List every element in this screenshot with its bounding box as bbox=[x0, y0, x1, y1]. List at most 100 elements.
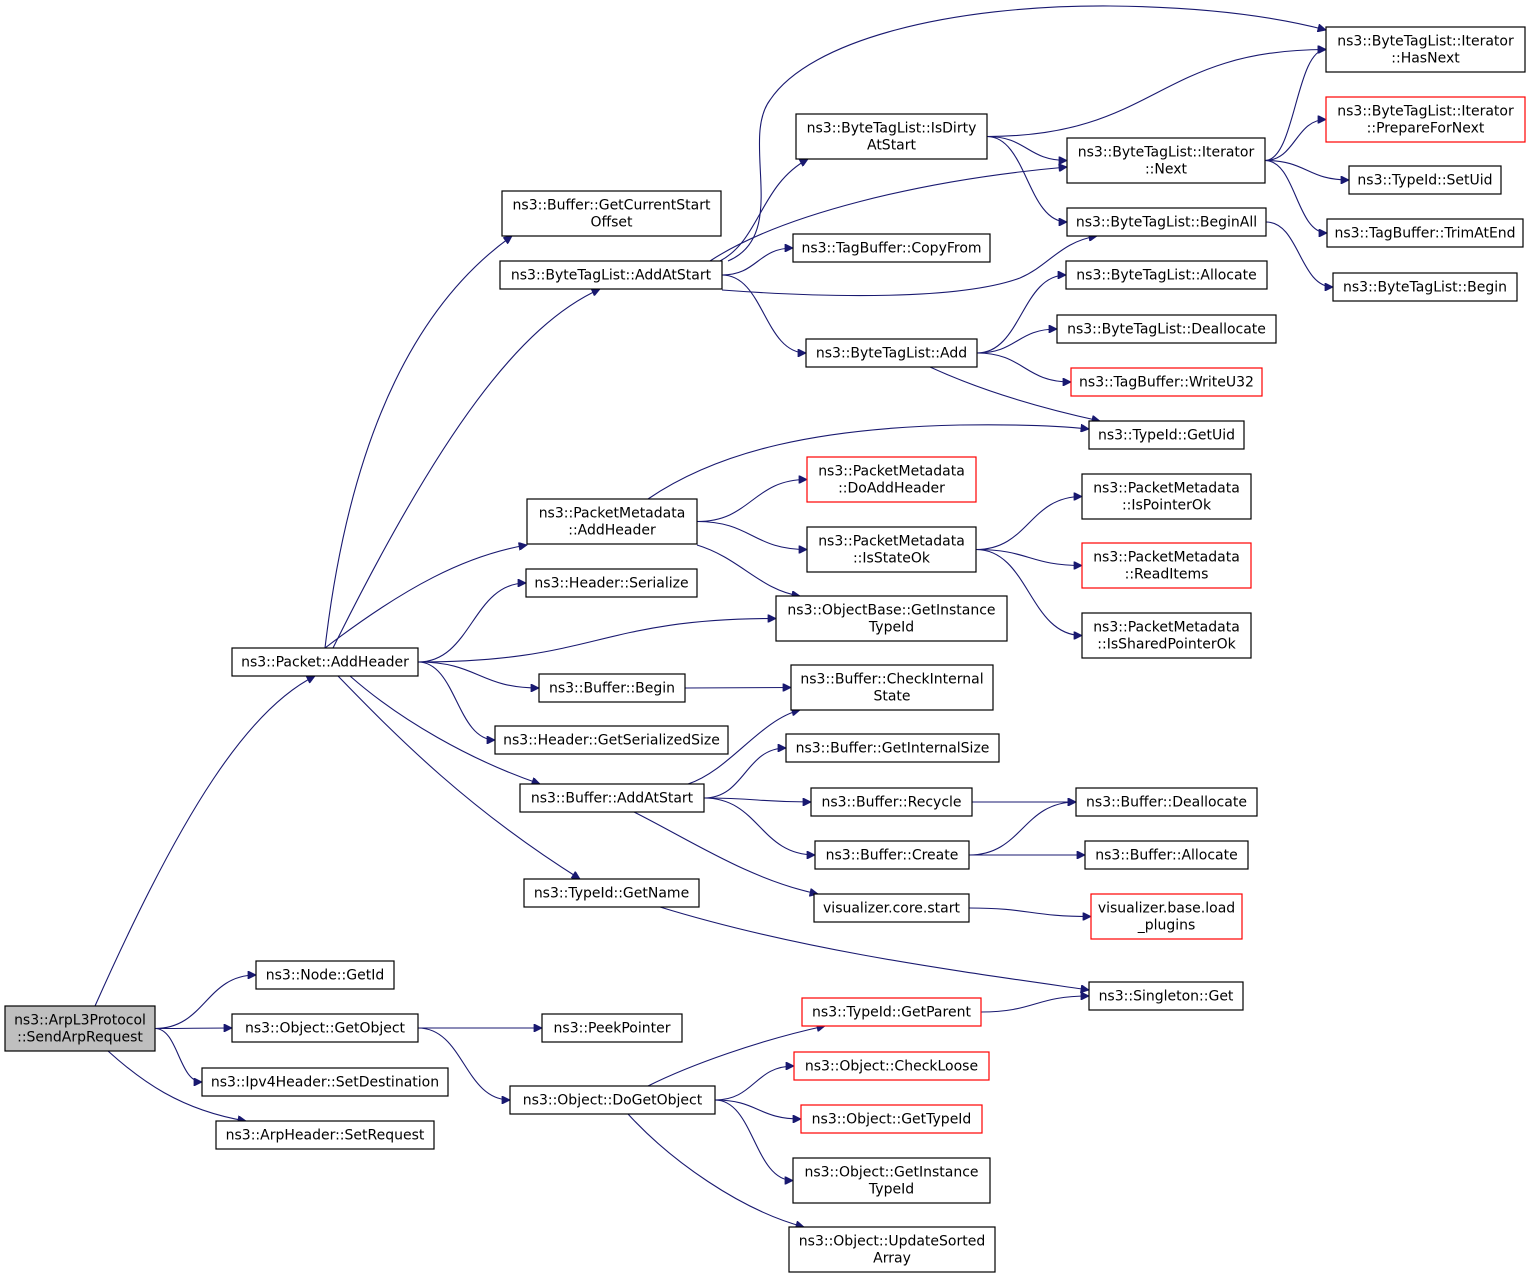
node-root[interactable]: ns3::ArpL3Protocol::SendArpRequest bbox=[4, 1005, 156, 1052]
node-btl_allocate[interactable]: ns3::ByteTagList::Allocate bbox=[1065, 260, 1268, 290]
node-box-header_getsersize[interactable] bbox=[494, 725, 729, 755]
node-box-buffer_begin[interactable] bbox=[538, 673, 686, 703]
node-box-pm_readitems[interactable] bbox=[1081, 542, 1252, 589]
node-box-object_getobject[interactable] bbox=[231, 1013, 419, 1043]
node-box-object_getinsttypeid[interactable] bbox=[792, 1157, 991, 1204]
node-box-object_dogetobject[interactable] bbox=[509, 1085, 716, 1115]
node-box-btl_isdirty[interactable] bbox=[795, 113, 988, 160]
node-tagbuffer_trimatend[interactable]: ns3::TagBuffer::TrimAtEnd bbox=[1326, 218, 1524, 248]
node-btli_preparefornext[interactable]: ns3::ByteTagList::Iterator::PrepareForNe… bbox=[1325, 96, 1526, 143]
node-box-buffer_deallocate[interactable] bbox=[1075, 787, 1258, 817]
node-box-ipv4_setdest[interactable] bbox=[201, 1067, 449, 1097]
node-box-buffer_checkinternal[interactable] bbox=[790, 664, 994, 711]
node-packet_addheader[interactable]: ns3::Packet::AddHeader bbox=[231, 647, 419, 677]
node-box-packet_addheader[interactable] bbox=[231, 647, 419, 677]
node-box-btl_begin[interactable] bbox=[1332, 272, 1518, 302]
node-buffer_getinternalsize[interactable]: ns3::Buffer::GetInternalSize bbox=[785, 733, 1000, 763]
node-box-arp_setrequest[interactable] bbox=[215, 1120, 435, 1150]
node-buffer_create[interactable]: ns3::Buffer::Create bbox=[814, 840, 970, 870]
node-box-object_checkloose[interactable] bbox=[793, 1051, 990, 1081]
node-box-buffer_recycle[interactable] bbox=[810, 787, 973, 817]
node-buffer_deallocate[interactable]: ns3::Buffer::Deallocate bbox=[1075, 787, 1258, 817]
node-box-pm_isstateok[interactable] bbox=[806, 526, 977, 573]
node-object_dogetobject[interactable]: ns3::Object::DoGetObject bbox=[509, 1085, 716, 1115]
node-box-typeid_getuid[interactable] bbox=[1088, 420, 1245, 450]
node-buffer_allocate[interactable]: ns3::Buffer::Allocate bbox=[1084, 840, 1249, 870]
node-box-pm_doaddheader[interactable] bbox=[806, 456, 977, 503]
node-btl_deallocate[interactable]: ns3::ByteTagList::Deallocate bbox=[1056, 314, 1277, 344]
node-pm_addheader[interactable]: ns3::PacketMetadata::AddHeader bbox=[526, 498, 698, 545]
node-box-buffer_getinternalsize[interactable] bbox=[785, 733, 1000, 763]
node-typeid_getuid[interactable]: ns3::TypeId::GetUid bbox=[1088, 420, 1245, 450]
node-box-pm_ispointerok[interactable] bbox=[1081, 473, 1252, 520]
node-box-typeid_getname[interactable] bbox=[523, 878, 700, 908]
node-typeid_setuid[interactable]: ns3::TypeId::SetUid bbox=[1348, 165, 1502, 195]
node-box-visualizer_core_start[interactable] bbox=[813, 893, 970, 923]
node-box-typeid_setuid[interactable] bbox=[1348, 165, 1502, 195]
node-box-tagbuffer_copyfrom[interactable] bbox=[792, 233, 991, 263]
node-box-visualizer_base_load[interactable] bbox=[1090, 893, 1243, 940]
node-object_checkloose[interactable]: ns3::Object::CheckLoose bbox=[793, 1051, 990, 1081]
node-btli_hasnext[interactable]: ns3::ByteTagList::Iterator::HasNext bbox=[1325, 26, 1526, 73]
node-box-node_getid[interactable] bbox=[255, 960, 395, 990]
node-pm_ispointerok[interactable]: ns3::PacketMetadata::IsPointerOk bbox=[1081, 473, 1252, 520]
node-tagbuffer_writeu32[interactable]: ns3::TagBuffer::WriteU32 bbox=[1070, 367, 1263, 397]
node-ipv4_setdest[interactable]: ns3::Ipv4Header::SetDestination bbox=[201, 1067, 449, 1097]
node-buffer_addatstart[interactable]: ns3::Buffer::AddAtStart bbox=[519, 783, 705, 813]
node-box-buffer_addatstart[interactable] bbox=[519, 783, 705, 813]
node-box-buffer_allocate[interactable] bbox=[1084, 840, 1249, 870]
node-buffer_recycle[interactable]: ns3::Buffer::Recycle bbox=[810, 787, 973, 817]
node-btl_begin[interactable]: ns3::ByteTagList::Begin bbox=[1332, 272, 1518, 302]
node-object_gettypeid[interactable]: ns3::Object::GetTypeId bbox=[800, 1104, 983, 1134]
node-typeid_getname[interactable]: ns3::TypeId::GetName bbox=[523, 878, 700, 908]
node-btli_next[interactable]: ns3::ByteTagList::Iterator::Next bbox=[1066, 137, 1266, 184]
node-pm_readitems[interactable]: ns3::PacketMetadata::ReadItems bbox=[1081, 542, 1252, 589]
node-box-btli_hasnext[interactable] bbox=[1325, 26, 1526, 73]
node-arp_setrequest[interactable]: ns3::ArpHeader::SetRequest bbox=[215, 1120, 435, 1150]
node-box-btl_add[interactable] bbox=[805, 338, 978, 368]
node-box-pm_issharedpointerok[interactable] bbox=[1081, 612, 1252, 659]
node-box-buffer_create[interactable] bbox=[814, 840, 970, 870]
node-box-header_serialize[interactable] bbox=[525, 568, 698, 598]
node-box-btl_deallocate[interactable] bbox=[1056, 314, 1277, 344]
node-pm_isstateok[interactable]: ns3::PacketMetadata::IsStateOk bbox=[806, 526, 977, 573]
node-box-object_updatesorted[interactable] bbox=[788, 1226, 996, 1273]
node-box-btli_next[interactable] bbox=[1066, 137, 1266, 184]
node-visualizer_base_load[interactable]: visualizer.base.load_plugins bbox=[1090, 893, 1243, 940]
node-box-buffer_getcurstart[interactable] bbox=[501, 190, 722, 237]
node-box-btli_preparefornext[interactable] bbox=[1325, 96, 1526, 143]
node-object_getobject[interactable]: ns3::Object::GetObject bbox=[231, 1013, 419, 1043]
node-singleton_get[interactable]: ns3::Singleton::Get bbox=[1088, 981, 1244, 1011]
node-pm_issharedpointerok[interactable]: ns3::PacketMetadata::IsSharedPointerOk bbox=[1081, 612, 1252, 659]
node-box-objbase_getinsttypeid[interactable] bbox=[775, 595, 1008, 642]
node-box-pm_addheader[interactable] bbox=[526, 498, 698, 545]
node-box-tagbuffer_trimatend[interactable] bbox=[1326, 218, 1524, 248]
node-box-btl_addatstart[interactable] bbox=[499, 260, 723, 290]
node-btl_beginall[interactable]: ns3::ByteTagList::BeginAll bbox=[1066, 207, 1267, 237]
node-visualizer_core_start[interactable]: visualizer.core.start bbox=[813, 893, 970, 923]
node-buffer_begin[interactable]: ns3::Buffer::Begin bbox=[538, 673, 686, 703]
node-box-btl_beginall[interactable] bbox=[1066, 207, 1267, 237]
node-pm_doaddheader[interactable]: ns3::PacketMetadata::DoAddHeader bbox=[806, 456, 977, 503]
node-box-btl_allocate[interactable] bbox=[1065, 260, 1268, 290]
node-node_getid[interactable]: ns3::Node::GetId bbox=[255, 960, 395, 990]
node-typeid_getparent[interactable]: ns3::TypeId::GetParent bbox=[801, 997, 982, 1027]
node-header_getsersize[interactable]: ns3::Header::GetSerializedSize bbox=[494, 725, 729, 755]
node-btl_add[interactable]: ns3::ByteTagList::Add bbox=[805, 338, 978, 368]
node-peekpointer[interactable]: ns3::PeekPointer bbox=[541, 1013, 683, 1043]
node-box-peekpointer[interactable] bbox=[541, 1013, 683, 1043]
node-box-root[interactable] bbox=[4, 1005, 156, 1052]
node-tagbuffer_copyfrom[interactable]: ns3::TagBuffer::CopyFrom bbox=[792, 233, 991, 263]
node-box-typeid_getparent[interactable] bbox=[801, 997, 982, 1027]
node-box-object_gettypeid[interactable] bbox=[800, 1104, 983, 1134]
node-header_serialize[interactable]: ns3::Header::Serialize bbox=[525, 568, 698, 598]
node-box-tagbuffer_writeu32[interactable] bbox=[1070, 367, 1263, 397]
node-btl_addatstart[interactable]: ns3::ByteTagList::AddAtStart bbox=[499, 260, 723, 290]
node-box-singleton_get[interactable] bbox=[1088, 981, 1244, 1011]
